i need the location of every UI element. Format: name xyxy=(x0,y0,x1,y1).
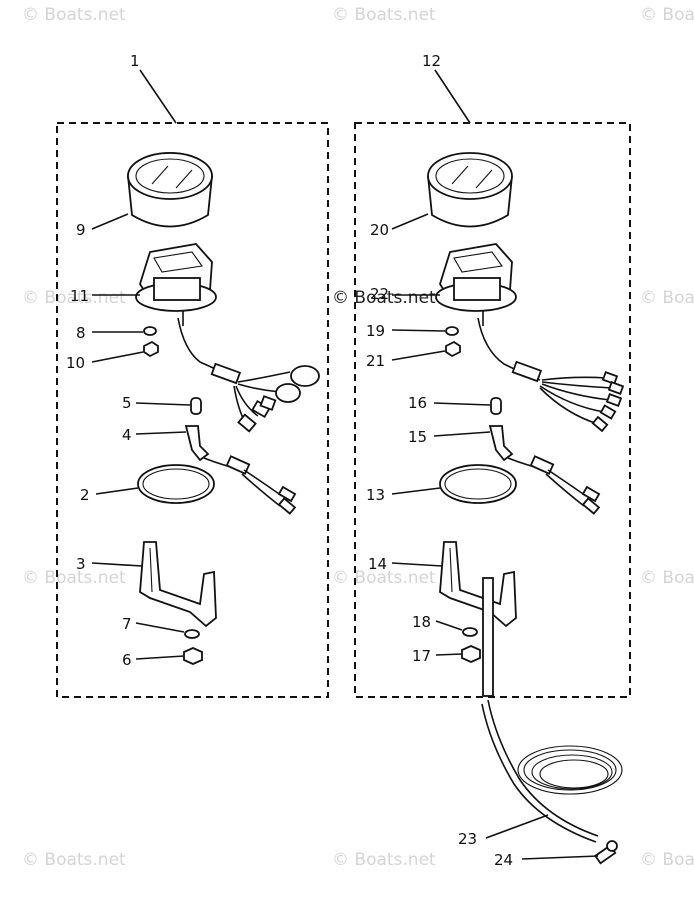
watermark-top-center: © Boats.net xyxy=(332,5,436,25)
label-17: 17 xyxy=(412,647,431,665)
leader-20 xyxy=(391,213,429,230)
group-box-right xyxy=(354,122,631,698)
label-20: 20 xyxy=(370,221,389,239)
label-2: 2 xyxy=(80,486,90,504)
nut-6 xyxy=(183,647,203,665)
leader-2 xyxy=(95,487,139,495)
watermark-top-left: © Boats.net xyxy=(22,5,126,25)
bracket-14 xyxy=(439,541,517,628)
watermark-mid-left: © Boats.net xyxy=(22,288,126,308)
gauge-cover-left xyxy=(127,152,213,228)
leader-4 xyxy=(135,431,187,435)
label-14: 14 xyxy=(368,555,387,573)
label-7: 7 xyxy=(122,615,132,633)
washer-18 xyxy=(462,627,478,637)
label-5: 5 xyxy=(122,394,132,412)
leader-3 xyxy=(91,562,143,567)
label-24: 24 xyxy=(494,851,513,869)
leader-12 xyxy=(434,69,471,124)
leader-16 xyxy=(433,402,491,406)
label-18: 18 xyxy=(412,613,431,631)
socket-15 xyxy=(488,425,601,515)
leader-17 xyxy=(435,653,463,656)
leader-24 xyxy=(521,855,599,860)
wiring-harness-left xyxy=(210,362,320,433)
gauge-cover-right xyxy=(427,152,513,228)
label-6: 6 xyxy=(122,651,132,669)
leader-23 xyxy=(485,814,549,839)
bulb-16 xyxy=(490,397,502,415)
watermark-low-right: © Boats.net xyxy=(640,568,694,588)
label-4: 4 xyxy=(122,426,132,444)
bulb-5 xyxy=(190,397,202,415)
label-10: 10 xyxy=(66,354,85,372)
o-ring-13 xyxy=(439,464,517,504)
group-box-left xyxy=(56,122,329,698)
label-13: 13 xyxy=(366,486,385,504)
label-21: 21 xyxy=(366,352,385,370)
leader-5 xyxy=(135,402,191,406)
leader-9 xyxy=(91,213,129,230)
wiring-harness-right xyxy=(511,360,625,433)
nut-21 xyxy=(445,340,461,358)
label-1: 1 xyxy=(130,52,140,70)
label-22: 22 xyxy=(370,285,389,303)
label-23: 23 xyxy=(458,830,477,848)
leader-14 xyxy=(391,562,443,567)
label-9: 9 xyxy=(76,221,86,239)
hose-fitting-24 xyxy=(594,840,618,865)
label-8: 8 xyxy=(76,324,86,342)
pitot-tube xyxy=(481,577,623,843)
washer-7 xyxy=(184,629,200,639)
washer-8 xyxy=(143,326,157,336)
leader-18 xyxy=(435,620,463,631)
watermark-mid-right: © Boats.net xyxy=(640,288,694,308)
washer-19 xyxy=(445,326,459,336)
watermark-top-right: © Boats.net xyxy=(640,5,694,25)
label-16: 16 xyxy=(408,394,427,412)
gauge-body-right xyxy=(435,243,541,381)
label-15: 15 xyxy=(408,428,427,446)
watermark-bottom-right: © Boats.net xyxy=(640,850,694,870)
leader-21 xyxy=(391,350,446,361)
watermark-bottom-center: © Boats.net xyxy=(332,850,436,870)
watermark-bottom-left: © Boats.net xyxy=(22,850,126,870)
leader-15 xyxy=(433,431,491,437)
bracket-3 xyxy=(139,541,217,628)
leader-7 xyxy=(135,622,185,633)
watermarks: © Boats.net © Boats.net © Boats.net © Bo… xyxy=(22,5,694,870)
label-19: 19 xyxy=(366,322,385,340)
leader-19 xyxy=(391,329,446,332)
watermark-center-dark: © Boats.net xyxy=(332,288,436,308)
leader-6 xyxy=(135,655,185,660)
part-labels: 1 12 9 11 8 10 5 4 2 3 7 6 20 22 19 21 1… xyxy=(66,52,513,869)
leader-1 xyxy=(139,69,177,124)
o-ring-2 xyxy=(137,464,215,504)
nut-10 xyxy=(143,340,159,358)
watermark-low-center: © Boats.net xyxy=(332,568,436,588)
socket-4 xyxy=(184,425,297,515)
leader-10 xyxy=(91,351,144,363)
label-11: 11 xyxy=(70,287,89,305)
label-12: 12 xyxy=(422,52,441,70)
leader-13 xyxy=(391,487,441,495)
nut-17 xyxy=(461,645,481,663)
label-3: 3 xyxy=(76,555,86,573)
gauge-body-left xyxy=(135,243,237,379)
watermark-low-left: © Boats.net xyxy=(22,568,126,588)
